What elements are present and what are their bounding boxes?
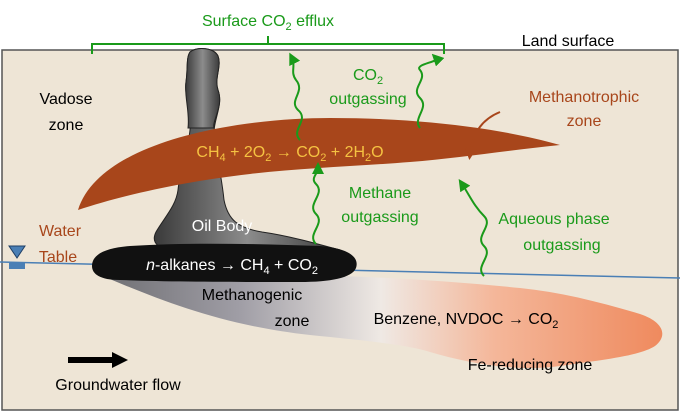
oil-body-label: Oil Body [192, 218, 252, 235]
methanotrophic-label-2: zone [567, 113, 602, 130]
surface-efflux-label: Surface CO2 efflux [202, 13, 334, 33]
vadose-zone-label-1: Vadose [39, 91, 92, 108]
aqueous-outgassing-arrow [458, 179, 488, 277]
methanotrophic-label-1: Methanotrophic [529, 89, 639, 106]
oil-chimney-top [185, 48, 221, 129]
water-table-label-1: Water [39, 223, 82, 240]
co2-outgassing-arrow-right [415, 53, 445, 129]
methanogenic-label-1: Methanogenic [202, 287, 303, 304]
alkanes-reaction: n-alkanes → CH4 + CO2 [146, 257, 318, 277]
methanotrophic-pointer-arrow [464, 111, 501, 160]
dissolved-plume [100, 273, 663, 369]
water-table-marker-bar [9, 263, 25, 269]
aqueous-outgassing-label-2: outgassing [523, 237, 600, 254]
groundwater-flow-label: Groundwater flow [55, 377, 181, 394]
co2-outgassing-arrow-left [289, 52, 303, 141]
aqueous-outgassing-label-1: Aqueous phase [498, 211, 609, 228]
groundwater-flow-arrowhead [112, 352, 128, 368]
water-table-marker-icon [8, 245, 26, 259]
benzene-reaction: Benzene, NVDOC → CO2 [374, 311, 559, 331]
vadose-zone-label-2: zone [49, 117, 84, 134]
water-table-label-2: Table [39, 249, 77, 266]
efflux-bracket [91, 36, 445, 54]
land-surface-label: Land surface [522, 33, 615, 50]
methane-outgassing-label-2: outgassing [341, 209, 418, 226]
methanotrophic-reaction: CH4 + 2O2 → CO2 + 2H2O [196, 144, 383, 164]
methanogenic-label-2: zone [275, 313, 310, 330]
methane-outgassing-label-1: Methane [349, 185, 411, 202]
oil-pool [92, 243, 357, 282]
fe-reducing-label: Fe-reducing zone [468, 357, 593, 374]
co2-outgassing-label-1: CO2 [353, 67, 383, 87]
methane-outgassing-arrow [311, 162, 324, 245]
co2-outgassing-label-2: outgassing [329, 91, 406, 108]
